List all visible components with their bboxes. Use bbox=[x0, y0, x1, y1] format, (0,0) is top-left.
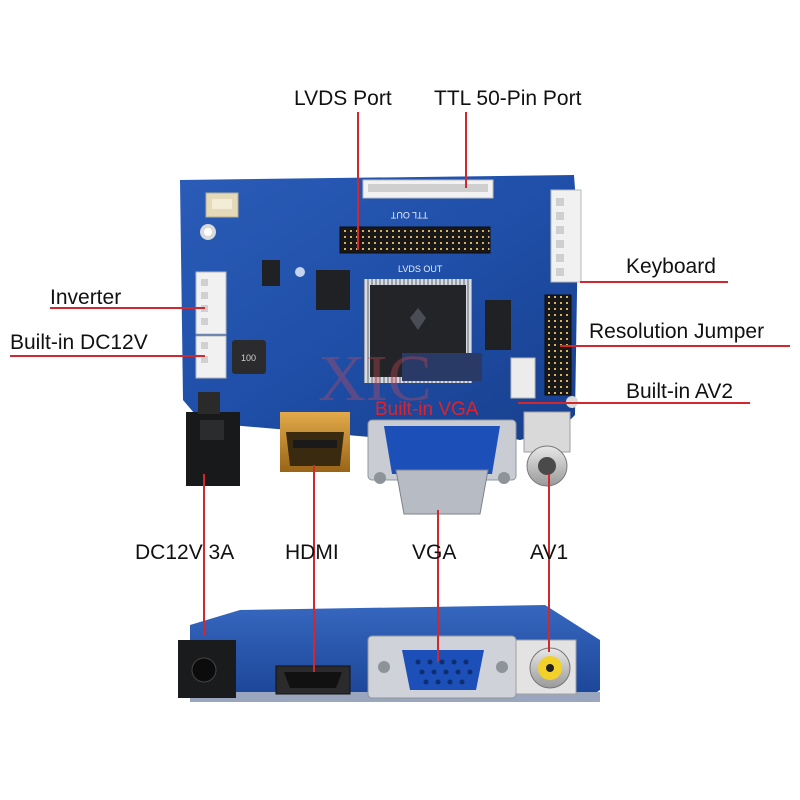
mount-hole bbox=[295, 267, 305, 277]
small-chip bbox=[316, 270, 350, 310]
top-board: TTL OUT LVDS OUT 100 bbox=[180, 175, 582, 515]
label-builtin-av2: Built-in AV2 bbox=[626, 380, 733, 403]
lvds-out-silkscreen: LVDS OUT bbox=[398, 264, 443, 274]
small-chip bbox=[485, 300, 511, 350]
label-builtin-vga: Built-in VGA bbox=[375, 399, 479, 420]
bottom-board bbox=[178, 605, 600, 702]
label-keyboard: Keyboard bbox=[626, 255, 716, 278]
keyboard-connector bbox=[550, 189, 582, 283]
label-inverter: Inverter bbox=[50, 286, 122, 309]
watermark: XIC bbox=[318, 342, 432, 415]
vga-port-bottom bbox=[402, 650, 484, 690]
label-vga: VGA bbox=[412, 541, 457, 564]
inverter-connector bbox=[195, 271, 227, 335]
label-lvds-port: LVDS Port bbox=[294, 87, 392, 110]
label-resolution-jumper: Resolution Jumper bbox=[589, 320, 765, 343]
small-chip bbox=[402, 353, 482, 381]
leader-lines bbox=[10, 112, 790, 672]
label-av1: AV1 bbox=[530, 541, 569, 564]
av2-builtin-connector bbox=[510, 357, 536, 399]
label-builtin-dc12v: Built-in DC12V bbox=[10, 331, 148, 354]
ttl-out-silkscreen: TTL OUT bbox=[390, 210, 428, 220]
inductor-marking: 100 bbox=[241, 353, 256, 363]
av1-rca-housing bbox=[523, 411, 571, 453]
lvds-header bbox=[339, 226, 491, 254]
inductor bbox=[232, 340, 266, 374]
small-chip bbox=[262, 260, 280, 286]
vga-connector-body bbox=[384, 426, 500, 474]
label-dc12v-3a: DC12V 3A bbox=[135, 541, 235, 564]
label-hdmi: HDMI bbox=[285, 541, 339, 564]
label-ttl-port: TTL 50-Pin Port bbox=[434, 87, 582, 110]
